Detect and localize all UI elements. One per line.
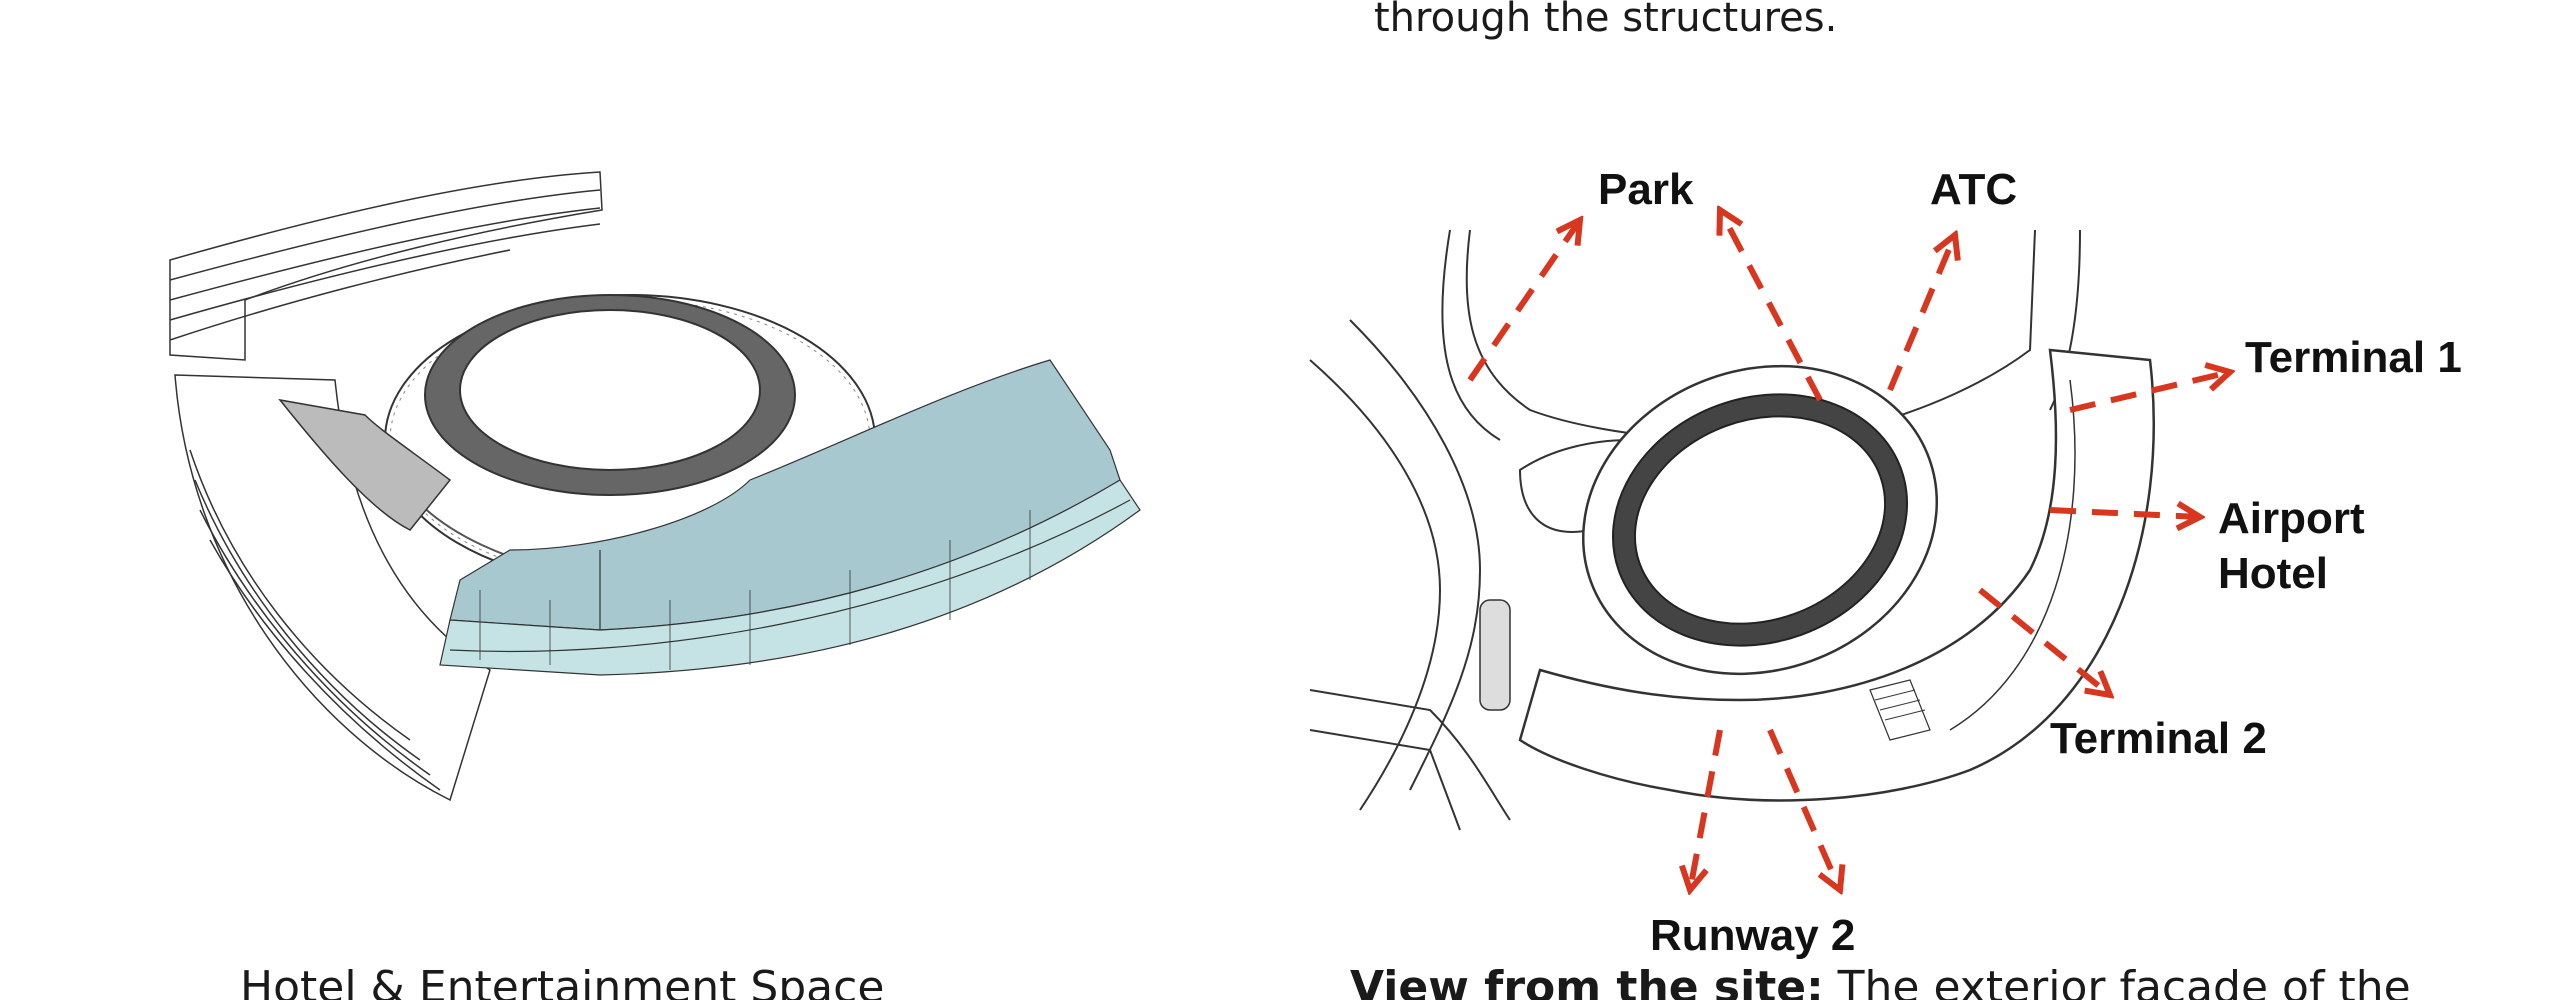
- label-park: Park: [1598, 165, 1694, 214]
- hotel-left-wing: [174, 374, 491, 802]
- arrow-to-park: [1467, 220, 1580, 382]
- label-hotel: Hotel: [2218, 549, 2328, 598]
- arrow-to-runway-2-right: [1767, 728, 1840, 890]
- site-view-diagram: Park ATC Terminal 1 Airport Hotel Termin…: [1309, 165, 2462, 960]
- building-axonometric-illustration: [169, 171, 1141, 802]
- arrow-to-park-2: [1720, 210, 1823, 402]
- caption-view-from-site: View from the site: The exterior facade …: [1350, 958, 2411, 1000]
- arrow-to-atc: [1887, 235, 1955, 392]
- arrow-to-runway-2-left: [1690, 729, 1723, 890]
- hotel-upper-wing: [169, 171, 603, 361]
- label-runway-2: Runway 2: [1650, 911, 1855, 960]
- top-text-fragment: through the structures.: [1374, 0, 1838, 41]
- highlighted-entertainment-block: [439, 359, 1141, 676]
- caption-view-text: The exterior facade of the: [1823, 962, 2411, 1000]
- label-airport: Airport: [2218, 494, 2365, 543]
- arrow-to-terminal-1: [2069, 372, 2230, 413]
- caption-hotel-entertainment-space: Hotel & Entertainment Space: [240, 962, 885, 1000]
- view-arrows: [1467, 210, 2230, 890]
- label-terminal-2: Terminal 2: [2050, 714, 2267, 763]
- label-terminal-1: Terminal 1: [2245, 333, 2462, 382]
- label-atc: ATC: [1930, 165, 2017, 214]
- caption-view-lead: View from the site:: [1350, 962, 1824, 1000]
- building-plan: [1479, 348, 2155, 802]
- arrow-to-airport-hotel: [2049, 510, 2200, 517]
- arrow-to-terminal-2: [1978, 587, 2110, 695]
